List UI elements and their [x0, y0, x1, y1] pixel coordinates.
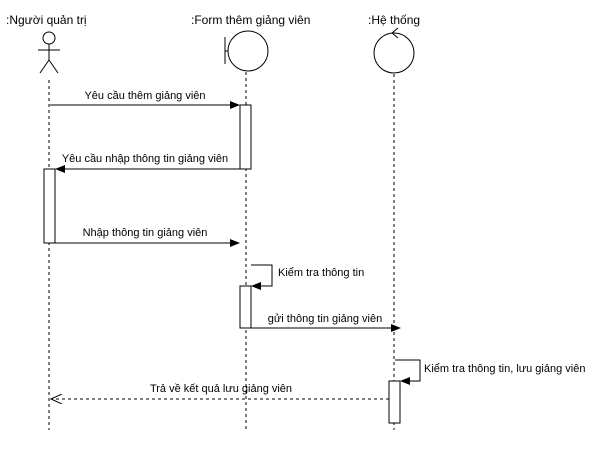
- boundary-icon: [224, 30, 269, 72]
- message-arrow-6: [395, 359, 421, 385]
- form-label: :Form thêm giảng viên: [191, 13, 310, 27]
- system-activation-bar: [388, 380, 401, 424]
- message-label-4: Kiểm tra thông tin: [278, 267, 364, 279]
- message-label-1: Yêu cầu thêm giảng viên: [84, 90, 205, 102]
- stick-figure-actor-icon: [38, 31, 60, 74]
- message-label-7: Trả về kết quả lưu giảng viên: [150, 383, 292, 395]
- message-label-6: Kiểm tra thông tin, lưu giảng viên: [424, 363, 585, 375]
- form-activation-bar-2: [239, 285, 252, 329]
- message-label-3: Nhập thông tin giảng viên: [83, 227, 208, 239]
- system-label: :Hệ thống: [368, 13, 420, 27]
- actor-label: :Người quản trị: [6, 13, 87, 27]
- form-activation-bar: [239, 104, 252, 170]
- control-icon: [373, 27, 415, 74]
- actor-activation-bar: [43, 168, 56, 244]
- message-arrow-4: [251, 264, 273, 290]
- message-label-2: Yêu cầu nhập thông tin giảng viên: [62, 153, 228, 165]
- message-label-5: gửi thông tin giảng viên: [268, 313, 382, 325]
